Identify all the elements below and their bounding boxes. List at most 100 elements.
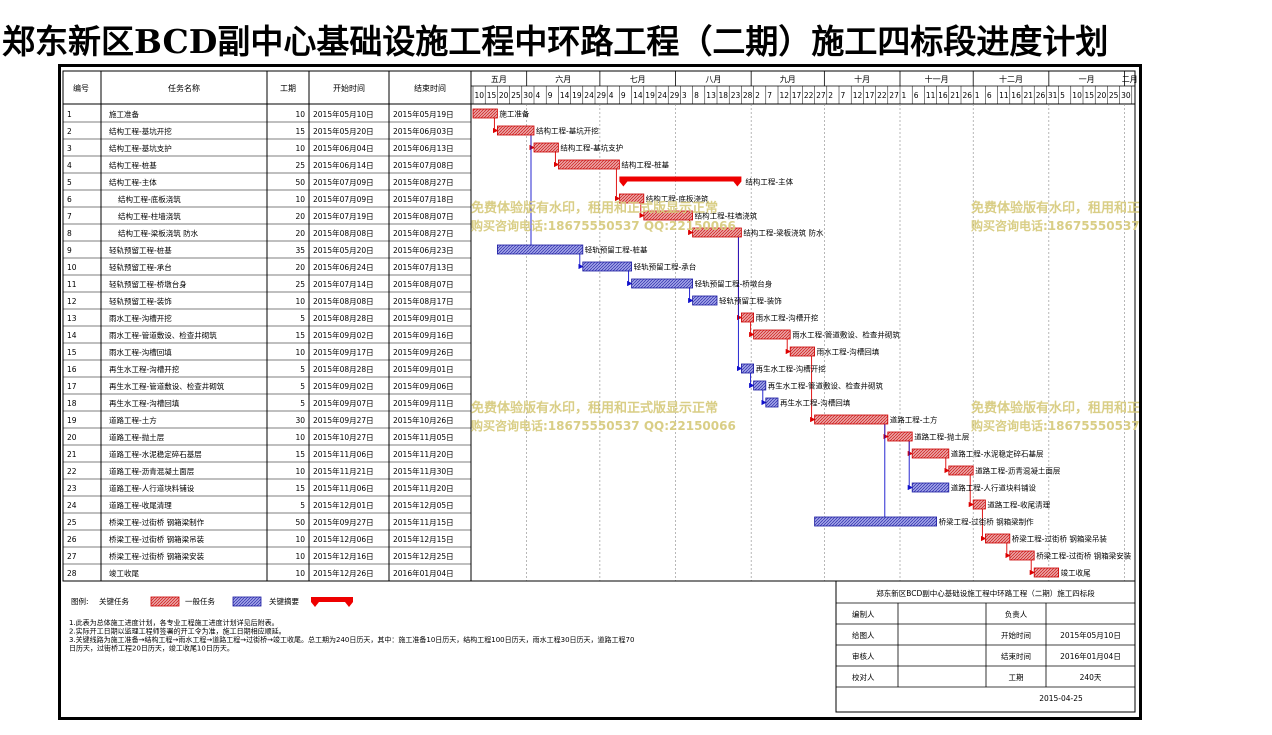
task-name: 结构工程-桩基 [109,160,157,170]
page-title: 郑东新区BCD副中心基础设施工程中环路工程（二期）施工四标段进度计划 [2,22,1109,61]
task-end: 2015年11月15日 [393,517,454,527]
task-duration: 20 [295,212,305,221]
task-name: 轻轨预留工程-装饰 [109,296,172,306]
tick-label: 15 [487,91,497,100]
task-start: 2015年05月20日 [313,126,374,136]
tick-label: 8 [694,91,699,100]
task-end: 2015年06月23日 [393,245,454,255]
task-id: 7 [67,212,72,221]
dependency-link [553,152,560,168]
task-id: 20 [67,433,77,442]
task-id: 28 [67,569,77,578]
bar-label: 雨水工程-沟槽回填 [817,347,880,357]
tick-label: 4 [536,91,541,100]
task-end: 2015年08月17日 [393,296,454,306]
critical-task-bar [972,499,986,510]
tick-label: 26 [963,91,973,100]
task-start: 2015年09月27日 [313,415,374,425]
column-header: 任务名称 [168,83,200,93]
summary-left-cap [619,181,628,187]
tick-label: 7 [841,91,846,100]
task-start: 2015年06月04日 [313,143,374,153]
task-id: 22 [67,467,77,476]
bar-label: 结构工程-梁板浇筑 防水 [743,228,824,238]
task-end: 2015年12月15日 [393,534,454,544]
task-start: 2015年08月08日 [313,296,374,306]
tick-label: 9 [548,91,553,100]
critical-task-bar [496,125,535,136]
gantt-grid [62,70,1136,582]
legend-critical-swatch [150,596,180,607]
task-duration: 5 [300,501,305,510]
tick-label: 23 [731,91,741,100]
legend-normal-label: 一般任务 [185,596,215,606]
task-end: 2015年12月05日 [393,500,454,510]
task-id: 3 [67,144,72,153]
gantt-chart: 编号任务名称工期开始时间结束时间五月六月七月八月九月十月十一月十二月一月二月10… [62,70,1139,713]
watermark-line: 免费体验版有水印，租用和正式版显示正常 [971,200,1139,216]
dependency-link [944,458,950,474]
task-start: 2015年12月06日 [313,534,374,544]
task-id: 13 [67,314,77,323]
task-name: 再生水工程-沟槽开挖 [109,364,180,374]
task-name: 竣工收尾 [109,568,139,578]
tick-label: 6 [987,91,992,100]
task-start: 2015年11月06日 [313,483,374,493]
tick-label: 31 [1048,91,1058,100]
bar-label: 再生水工程-沟槽开挖 [756,364,827,374]
task-duration: 15 [295,331,305,340]
title-block-project: 郑东新区BCD副中心基础设施工程中环路工程（二期）施工四标段 [876,588,1095,598]
critical-task-bar [643,210,693,221]
title-block-cell: 审核人 [852,651,875,661]
tick-label: 20 [1097,91,1107,100]
legend-and-notes: 图例:关键任务一般任务关键摘要1.此表为总体施工进度计划，各专业工程施工进度计划… [63,580,1136,713]
bar-label: 桥梁工程-过街桥 钢箱梁制作 [939,517,1035,527]
task-end: 2015年11月05日 [393,432,454,442]
task-duration: 10 [295,195,305,204]
gantt-header: 编号任务名称工期开始时间结束时间五月六月七月八月九月十月十一月十二月一月二月10… [73,71,1138,104]
dependency-link [578,254,584,270]
dependency-link [785,339,792,355]
tick-label: 3 [682,91,687,100]
month-label: 八月 [705,75,721,84]
watermark-line: 购买咨询电话:18675550537 QQ:22150066 [471,418,736,433]
month-label: 九月 [780,75,796,84]
task-id: 14 [67,331,77,340]
note-line: 日历天，过街桥工程20日历天，竣工收尾10日历天。 [69,644,234,653]
task-start: 2015年12月26日 [313,568,374,578]
task-start: 2015年07月19日 [313,211,374,221]
legend-summary-cap-left [311,602,319,607]
task-end: 2015年07月13日 [393,262,454,272]
tick-label: 24 [584,91,594,100]
tick-label: 14 [633,91,643,100]
dependency-link [688,288,694,304]
task-duration: 50 [295,178,305,187]
bar-label: 结构工程-柱墙浇筑 [695,211,758,221]
task-name: 再生水工程-管道敷设、检查井砌筑 [109,381,225,391]
task-name: 轻轨预留工程-桩基 [109,245,172,255]
task-start: 2015年07月14日 [313,279,374,289]
normal-task-bar [753,380,767,391]
task-end: 2015年12月25日 [393,551,454,561]
title-block-cell: 2015年05月10日 [1060,630,1121,640]
bar-label: 雨水工程-沟槽开挖 [756,313,819,323]
task-id: 1 [67,110,72,119]
task-end: 2015年10月26日 [393,415,454,425]
task-name: 结构工程-梁板浇筑 防水 [118,228,199,238]
title-block-cell: 结束时间 [1001,651,1031,661]
bar-label: 轻轨预留工程-桥墩台身 [695,279,773,289]
normal-task-bar [741,363,755,374]
task-start: 2015年11月21日 [313,466,374,476]
task-start: 2015年09月27日 [313,517,374,527]
title-block-date: 2015-04-25 [1039,694,1083,703]
legend-title: 图例: [71,596,89,606]
task-end: 2015年08月27日 [393,177,454,187]
note-line: 3.关键线路为施工准备→结构工程→雨水工程→道路工程→过街桥→竣工收尾。总工期为… [69,635,634,644]
task-start: 2015年12月16日 [313,551,374,561]
tick-label: 10 [475,91,485,100]
task-duration: 10 [295,535,305,544]
dependency-link [749,322,755,338]
watermark-line: 购买咨询电话:18675550537 QQ:22150066 [971,218,1139,233]
task-duration: 10 [295,467,305,476]
month-label: 六月 [555,74,571,84]
